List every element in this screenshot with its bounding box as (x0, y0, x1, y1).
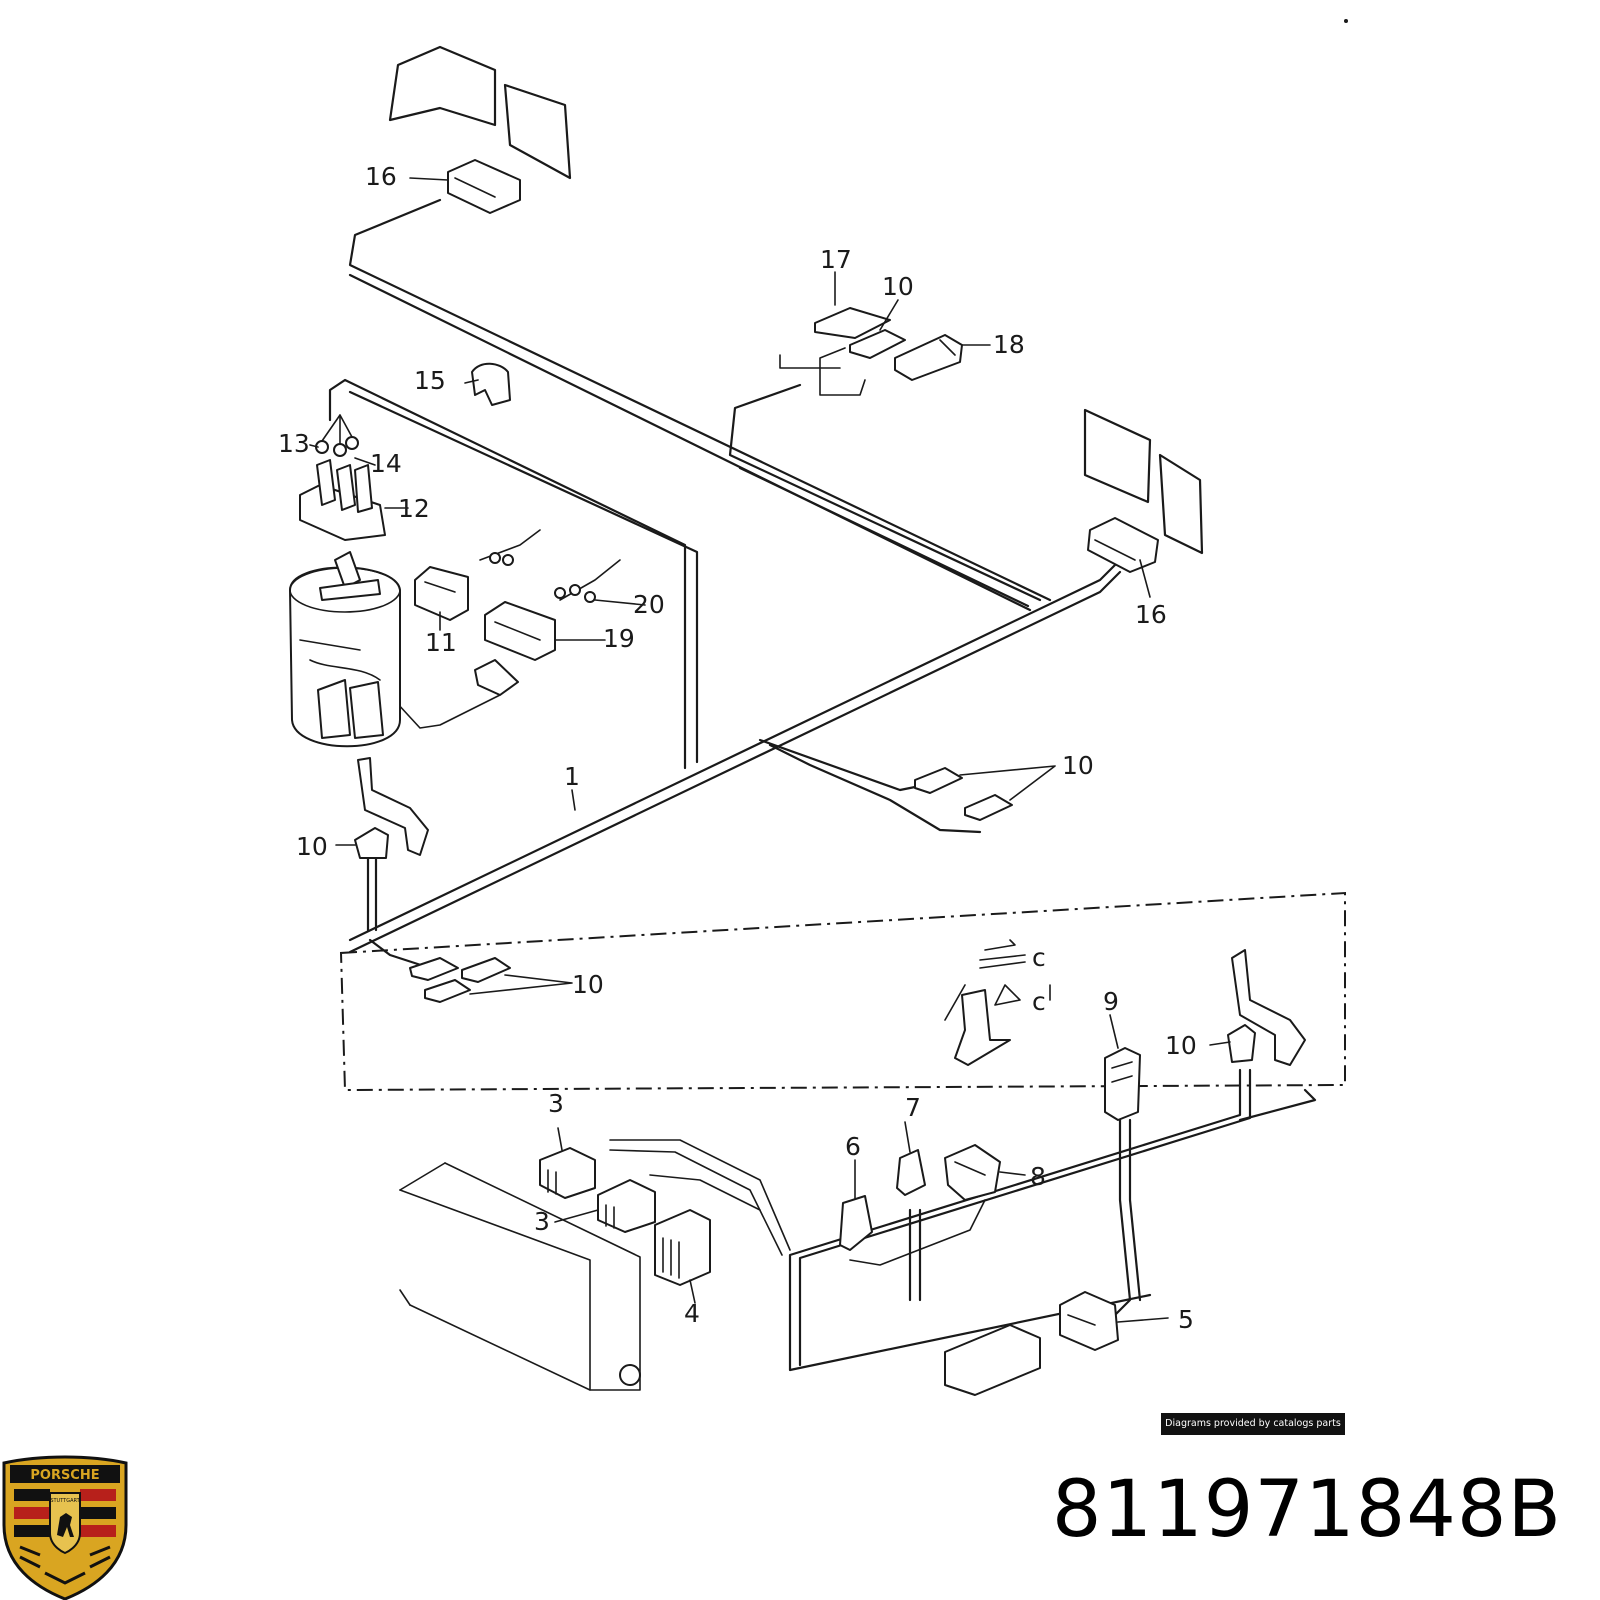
mounting-bracket-right (1083, 408, 1204, 555)
relay-17 (814, 307, 891, 339)
callout-10-lower-right: 10 (1165, 1031, 1197, 1060)
callout-labels: 16 17 10 18 15 13 14 12 11 19 20 16 1 10… (278, 162, 1197, 1334)
crest-shield-text: STUTTGART (50, 1498, 80, 1504)
switch-6 (839, 1195, 873, 1251)
callout-11: 11 (425, 628, 457, 657)
connector-10-right-a (914, 767, 963, 794)
relay-holder-12 (299, 459, 386, 541)
stray-dot (1344, 19, 1348, 23)
part-number: 811971848B (1051, 1465, 1562, 1555)
callout-3-upper: 3 (548, 1089, 564, 1118)
callout-16-top: 16 (365, 162, 397, 191)
connector-16-top (447, 159, 521, 214)
connector-10-right-lower (1227, 1024, 1256, 1063)
bracket-left-middle (357, 757, 429, 856)
callout-16-right: 16 (1135, 600, 1167, 629)
connector-8 (944, 1144, 1001, 1201)
mounting-bracket-top-left (388, 45, 572, 180)
crest-top-text: PORSCHE (30, 1468, 99, 1483)
dashed-boundary (339, 891, 1346, 1092)
connector-18 (894, 334, 963, 381)
callout-12: 12 (398, 494, 430, 523)
callout-20: 20 (633, 590, 665, 619)
callout-13: 13 (278, 429, 310, 458)
callout-c-upper: c (1032, 943, 1046, 972)
lower-harness (609, 1068, 1317, 1372)
callout-5: 5 (1178, 1305, 1194, 1334)
connector-20-pins (489, 552, 596, 603)
connector-10-lower-a (409, 957, 459, 981)
porsche-crest-logo: PORSCHE STUTTGART (2, 1455, 128, 1600)
connector-10-lower-c (461, 957, 511, 983)
callout-10-top: 10 (882, 272, 914, 301)
connector-10-left (354, 827, 389, 859)
callout-10-left: 10 (296, 832, 328, 861)
relay-block (474, 659, 519, 696)
fuel-pump-unit (289, 551, 401, 748)
catalog-watermark: Diagrams provided by catalogs parts (1161, 1413, 1345, 1435)
fuses-13-14 (315, 414, 359, 457)
tank-housing (399, 1162, 641, 1391)
callout-15: 15 (414, 366, 446, 395)
callout-10-right: 10 (1062, 751, 1094, 780)
callout-6: 6 (845, 1132, 861, 1161)
inset-mechanism (944, 939, 1051, 1066)
connector-11 (414, 566, 469, 621)
connector-9 (1104, 1047, 1141, 1121)
callout-1: 1 (564, 762, 580, 791)
callout-18: 18 (993, 330, 1025, 359)
callout-c-lower: c (1032, 987, 1046, 1016)
connector-4 (654, 1209, 711, 1286)
callout-4: 4 (684, 1299, 700, 1328)
callout-10-lower: 10 (572, 970, 604, 999)
leader-lines (309, 177, 1231, 1323)
connector-19 (484, 601, 556, 661)
clip-15 (471, 362, 511, 406)
connector-10-upper (849, 329, 906, 359)
connector-16-right (1087, 517, 1159, 573)
connector-3-upper (539, 1147, 596, 1199)
callout-3-lower: 3 (534, 1207, 550, 1236)
callout-19: 19 (603, 624, 635, 653)
callout-17: 17 (820, 245, 852, 274)
callout-8: 8 (1030, 1162, 1046, 1191)
bracket-right-lower (1231, 949, 1306, 1066)
connector-10-lower-b (424, 979, 471, 1003)
callout-9: 9 (1103, 987, 1119, 1016)
connector-10-right-b (964, 794, 1013, 821)
callout-7: 7 (905, 1093, 921, 1122)
connector-5 (1059, 1291, 1119, 1351)
connector-7 (896, 1149, 926, 1196)
control-unit-box (944, 1324, 1041, 1396)
callout-14: 14 (370, 449, 402, 478)
connector-3-lower (597, 1179, 656, 1233)
